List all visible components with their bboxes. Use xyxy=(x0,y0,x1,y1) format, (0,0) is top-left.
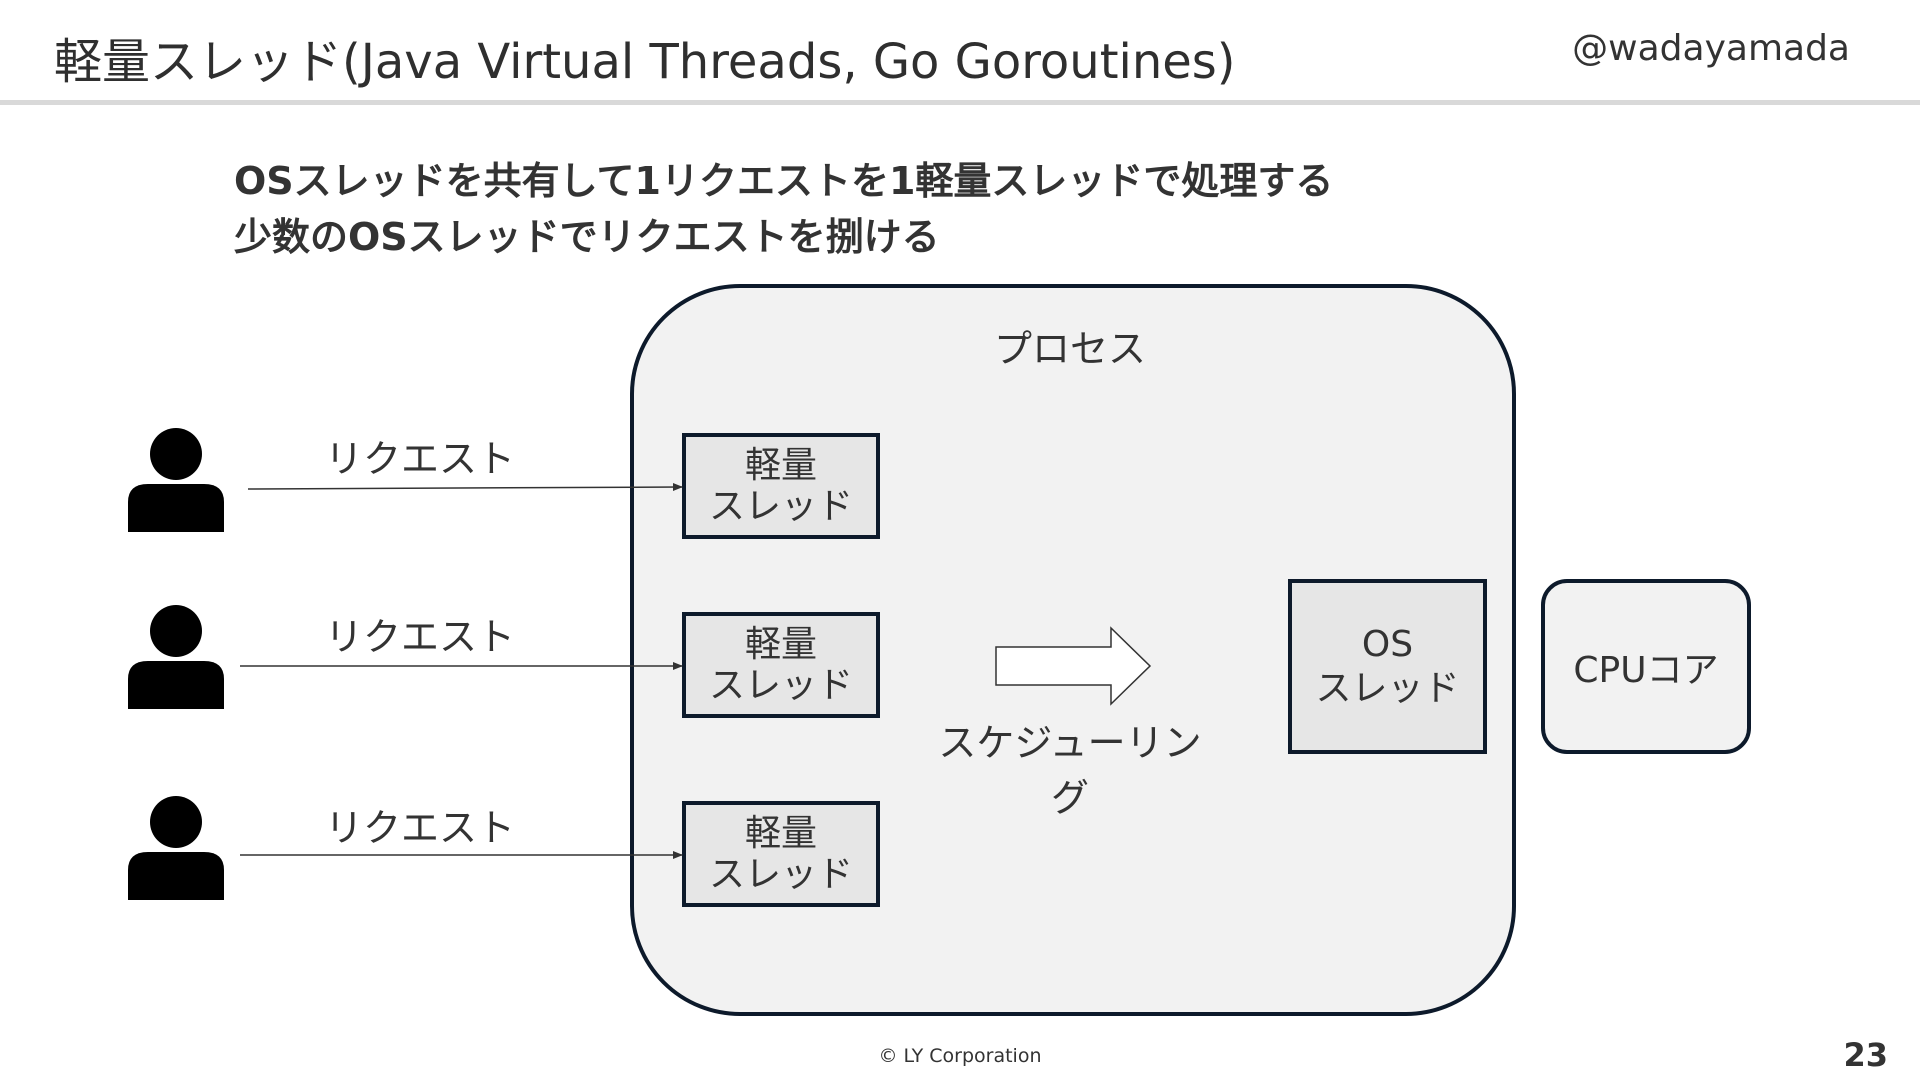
author-handle: @wadayamada xyxy=(1572,28,1850,69)
slide-title: 軽量スレッド(Java Virtual Threads, Go Goroutin… xyxy=(54,34,1236,90)
request-label-3: リクエスト xyxy=(324,806,515,850)
page-number: 23 xyxy=(1843,1036,1888,1074)
lightweight-thread-label-line1: 軽量 xyxy=(744,812,817,854)
header-divider xyxy=(0,100,1920,105)
os-thread-label-line2: スレッド xyxy=(1315,667,1460,709)
headline-line-1: OSスレッドを共有して1リクエストを1軽量スレッドで処理する xyxy=(234,159,1334,203)
lightweight-thread-label-line2: スレッド xyxy=(708,665,853,706)
copyright: © LY Corporation xyxy=(878,1045,1042,1067)
person-icon xyxy=(128,796,224,900)
lightweight-thread-box-1: 軽量 スレッド xyxy=(682,433,880,539)
person-icon xyxy=(128,428,224,532)
lightweight-thread-label-line2: スレッド xyxy=(708,486,853,527)
request-label-1: リクエスト xyxy=(324,437,515,481)
cpu-core-label: CPUコア xyxy=(1573,649,1719,691)
person-icon xyxy=(128,605,224,709)
headline-line-2: 少数のOSスレッドでリクエストを捌ける xyxy=(234,215,940,259)
request-label-2: リクエスト xyxy=(324,615,515,659)
lightweight-thread-label-line2: スレッド xyxy=(708,854,853,895)
os-thread-box: OS スレッド xyxy=(1288,579,1487,754)
lightweight-thread-box-2: 軽量 スレッド xyxy=(682,612,880,718)
cpu-core-box: CPUコア xyxy=(1541,579,1751,754)
request-arrow-1 xyxy=(247,483,683,492)
os-thread-label-line1: OS xyxy=(1361,624,1414,666)
lightweight-thread-box-3: 軽量 スレッド xyxy=(682,801,880,907)
scheduling-arrow-icon xyxy=(995,626,1152,706)
process-label: プロセス xyxy=(993,327,1146,371)
lightweight-thread-label-line1: 軽量 xyxy=(744,444,817,486)
lightweight-thread-label-line1: 軽量 xyxy=(744,623,817,665)
scheduling-label: スケジューリング xyxy=(938,721,1202,820)
